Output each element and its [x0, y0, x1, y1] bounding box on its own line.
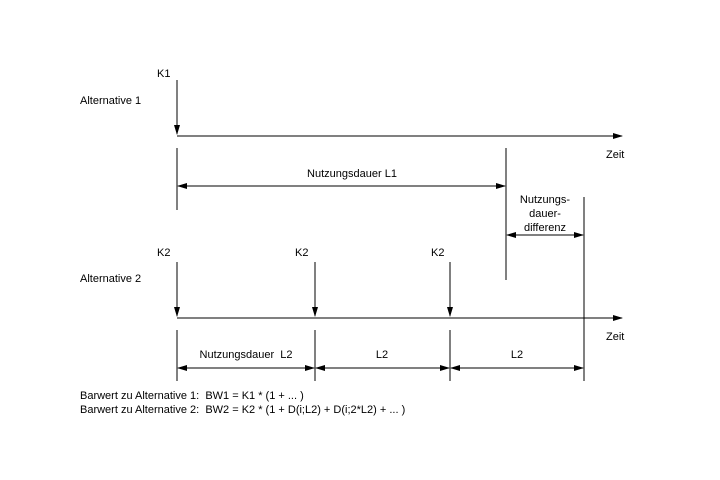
- difference-label-line1: Nutzungs-: [520, 194, 570, 206]
- time-axis-1-label: Zeit: [606, 149, 624, 161]
- k2-label-2: K2: [295, 247, 308, 259]
- time-axis-2-label: Zeit: [606, 331, 624, 343]
- k1-label: K1: [157, 68, 170, 80]
- formula-alternative-2: Barwert zu Alternative 2: BW2 = K2 * (1 …: [80, 404, 405, 416]
- difference-label-line3: differenz: [524, 222, 566, 234]
- l2-segment-label-2: L2: [376, 349, 388, 361]
- alternative-2-label: Alternative 2: [80, 273, 141, 285]
- l2-segment-label-1: Nutzungsdauer L2: [200, 349, 293, 361]
- alternative-1-label: Alternative 1: [80, 95, 141, 107]
- l1-duration-label: Nutzungsdauer L1: [307, 168, 397, 180]
- formula-alternative-1: Barwert zu Alternative 1: BW1 = K1 * (1 …: [80, 390, 304, 402]
- difference-label-line2: dauer-: [529, 208, 561, 220]
- k2-label-3: K2: [431, 247, 444, 259]
- l2-segment-label-3: L2: [511, 349, 523, 361]
- k2-label-1: K2: [157, 247, 170, 259]
